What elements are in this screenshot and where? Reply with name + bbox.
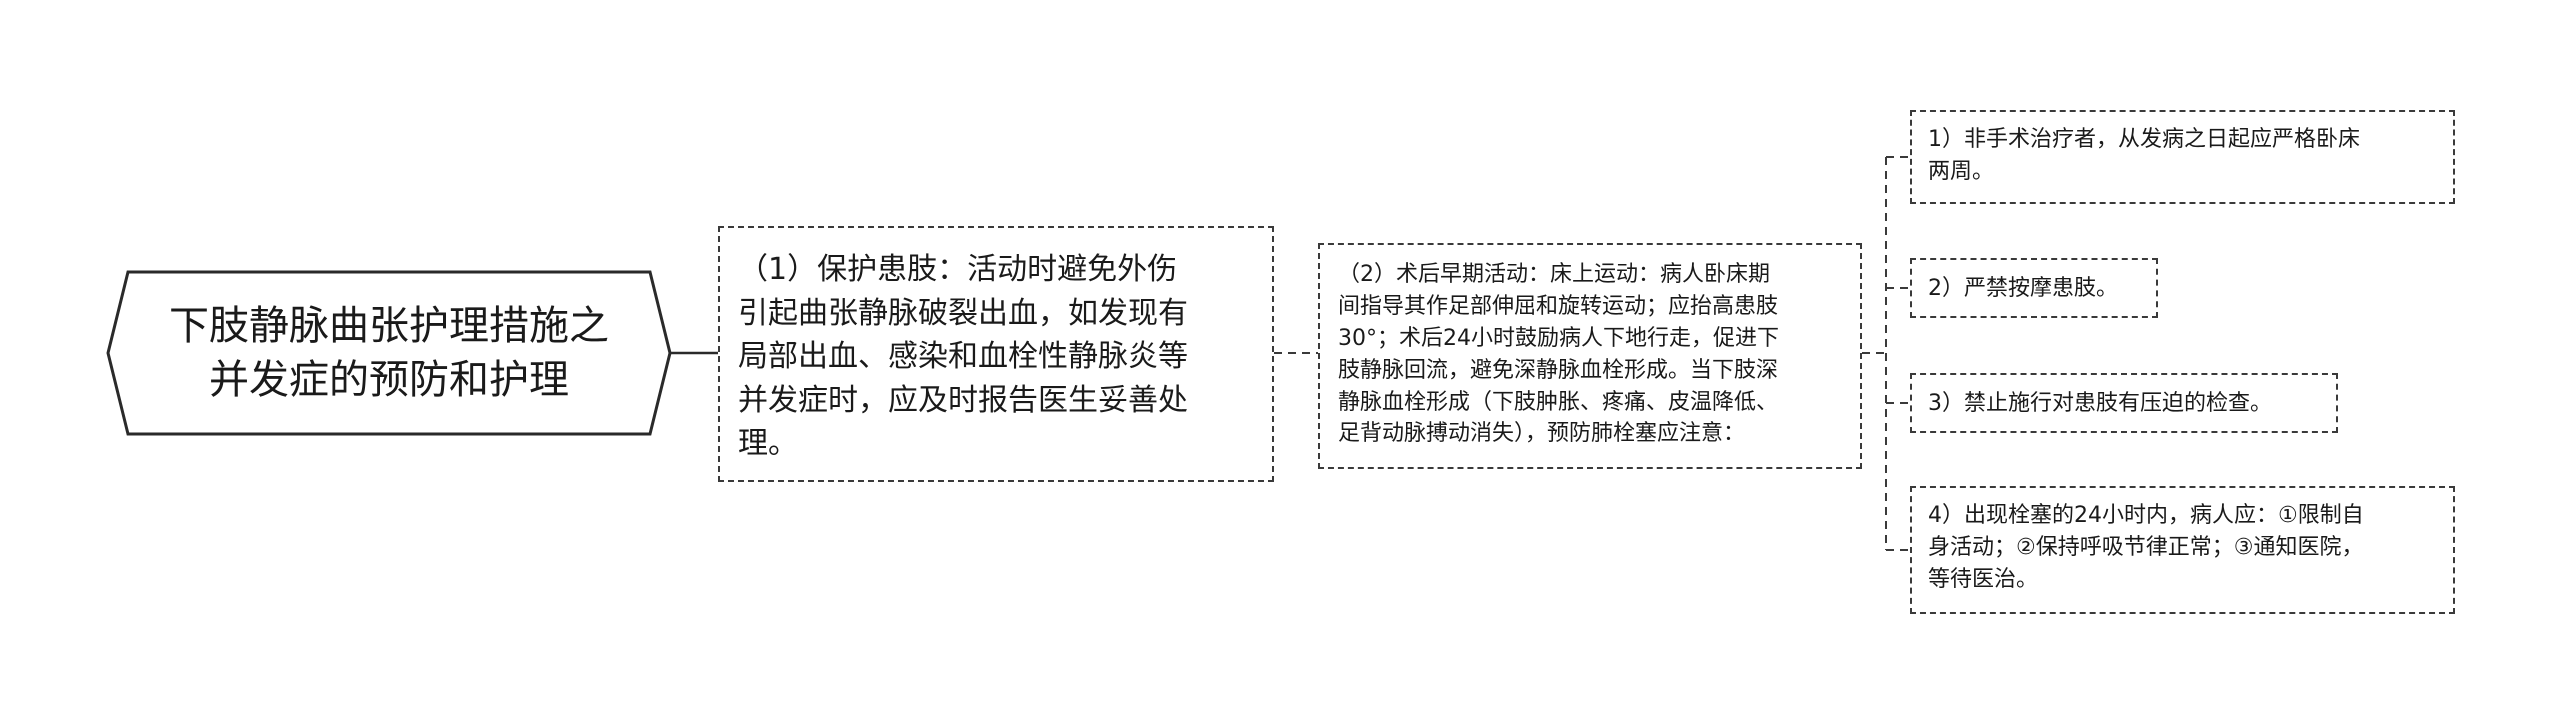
child-node-no-compression-exam: 3）禁止施行对患肢有压迫的检查。 <box>1910 373 2338 433</box>
child-node-bed-rest: 1）非手术治疗者，从发病之日起应严格卧床 两周。 <box>1910 110 2455 204</box>
node-early-activity: （2）术后早期活动：床上运动：病人卧床期 间指导其作足部伸屈和旋转运动；应抬高患… <box>1318 243 1862 469</box>
child-node-no-massage: 2）严禁按摩患肢。 <box>1910 258 2158 318</box>
root-node: 下肢静脉曲张护理措施之 并发症的预防和护理 <box>108 272 670 434</box>
node-protect-limb: （1）保护患肢：活动时避免外伤 引起曲张静脉破裂出血，如发现有 局部出血、感染和… <box>718 226 1274 482</box>
child-node-embolism-24h: 4）出现栓塞的24小时内，病人应：①限制自 身活动；②保持呼吸节律正常；③通知医… <box>1910 486 2455 614</box>
root-shape <box>106 270 672 436</box>
root-node-text: 下肢静脉曲张护理措施之 并发症的预防和护理 <box>169 303 609 403</box>
